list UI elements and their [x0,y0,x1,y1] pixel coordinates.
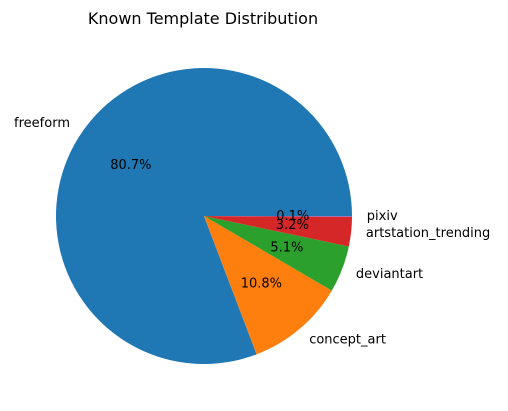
pie-slice-pixiv [204,216,353,217]
slice-percent-deviantart: 5.1% [270,240,303,255]
slice-percent-pixiv: 0.1% [276,209,309,224]
slice-percent-concept-art: 10.8% [241,276,282,291]
slice-label-freeform: freeform [14,116,70,131]
pie-labels: freeform 80.7% concept_art 10.8% deviantart 5… [14,116,490,348]
pie-slices [56,67,353,364]
pie-slice-artstation-trending [204,216,352,247]
slice-label-deviantart: deviantart [356,267,423,282]
slice-label-concept-art: concept_art [309,333,386,348]
slice-label-artstation-trending: artstation_trending [366,226,490,241]
slice-label-pixiv: pixiv [367,209,398,224]
pie-slice-freeform [56,67,352,364]
chart-title: Known Template Distribution [88,9,318,28]
slice-percent-artstation-trending: 3.2% [276,218,309,233]
pie-slice-deviantart [204,216,349,291]
slice-percent-freeform: 80.7% [110,158,151,173]
pie-slice-concept-art [204,216,332,355]
